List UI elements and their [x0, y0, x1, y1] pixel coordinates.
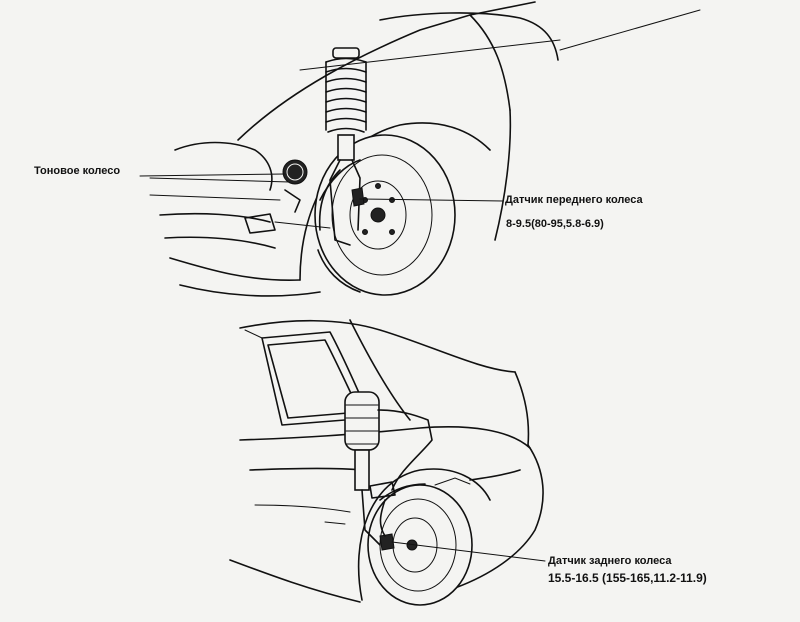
- rear-sensor-label: Датчик заднего колеса: [548, 555, 672, 567]
- leader-rear-sensor: [391, 541, 546, 562]
- rear-sensor-torque: 15.5-16.5 (155-165,11.2-11.9): [548, 571, 707, 585]
- leader-tone-wheel: [139, 173, 286, 177]
- front-sensor-torque: 8-9.5(80-95,5.8-6.9): [506, 218, 604, 230]
- tone-wheel-label: Тоновое колесо: [34, 165, 121, 177]
- front-wheel: [314, 134, 456, 296]
- front-sensor-part: [318, 169, 365, 231]
- leader-front-sensor: [359, 198, 504, 202]
- rear-strut: [324, 391, 471, 546]
- rear-car-body: [229, 319, 544, 603]
- front-strut-spring: [325, 47, 367, 246]
- front-sensor-label: Датчик переднего колеса: [505, 194, 643, 206]
- tone-wheel-part: [244, 159, 331, 234]
- front-car-body: [149, 1, 701, 297]
- rear-sensor-part: [379, 499, 395, 551]
